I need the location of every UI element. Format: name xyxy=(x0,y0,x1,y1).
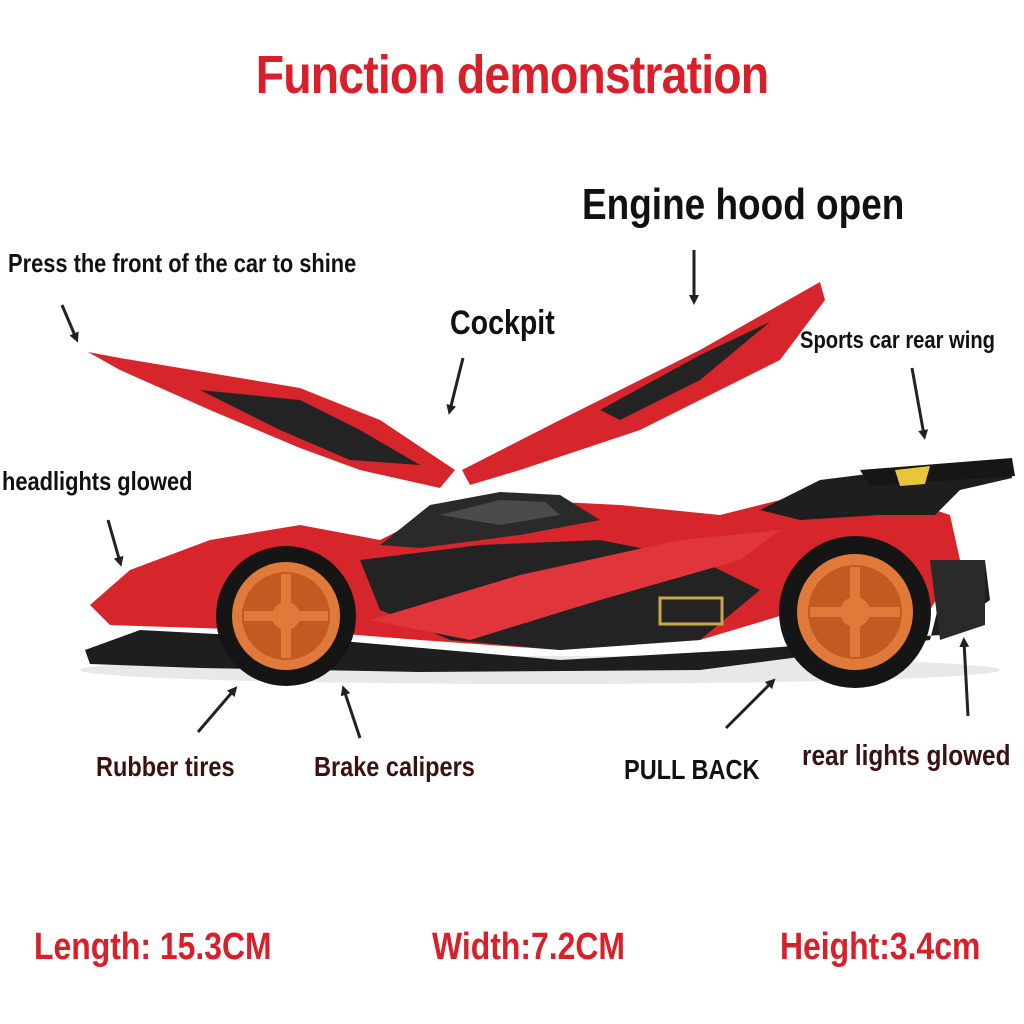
page-title: Function demonstration xyxy=(255,45,769,105)
label-cockpit: Cockpit xyxy=(450,304,555,342)
arrow-brake-calipers xyxy=(340,685,362,739)
label-engine-hood: Engine hood open xyxy=(582,180,905,229)
arrow-rubber-tires xyxy=(196,686,238,733)
label-rear-lights: rear lights glowed xyxy=(802,740,1011,772)
label-rubber-tires: Rubber tires xyxy=(96,751,235,782)
arrow-cockpit xyxy=(446,357,465,415)
arrow-press-front xyxy=(60,304,79,343)
label-brake-calipers: Brake calipers xyxy=(314,751,475,782)
arrow-rear-wing xyxy=(910,367,929,440)
arrow-pull-back xyxy=(724,678,776,730)
arrow-headlights xyxy=(106,519,124,567)
dimension-width: Width:7.2CM xyxy=(432,926,625,968)
dimension-height: Height:3.4cm xyxy=(780,926,981,968)
arrow-rear-lights xyxy=(959,637,970,717)
label-headlights: headlights glowed xyxy=(2,466,193,496)
label-rear-wing: Sports car rear wing xyxy=(800,327,995,354)
label-pull-back: PULL BACK xyxy=(624,754,760,785)
dimension-length: Length: 15.3CM xyxy=(34,926,272,968)
label-press-front: Press the front of the car to shine xyxy=(8,248,357,278)
